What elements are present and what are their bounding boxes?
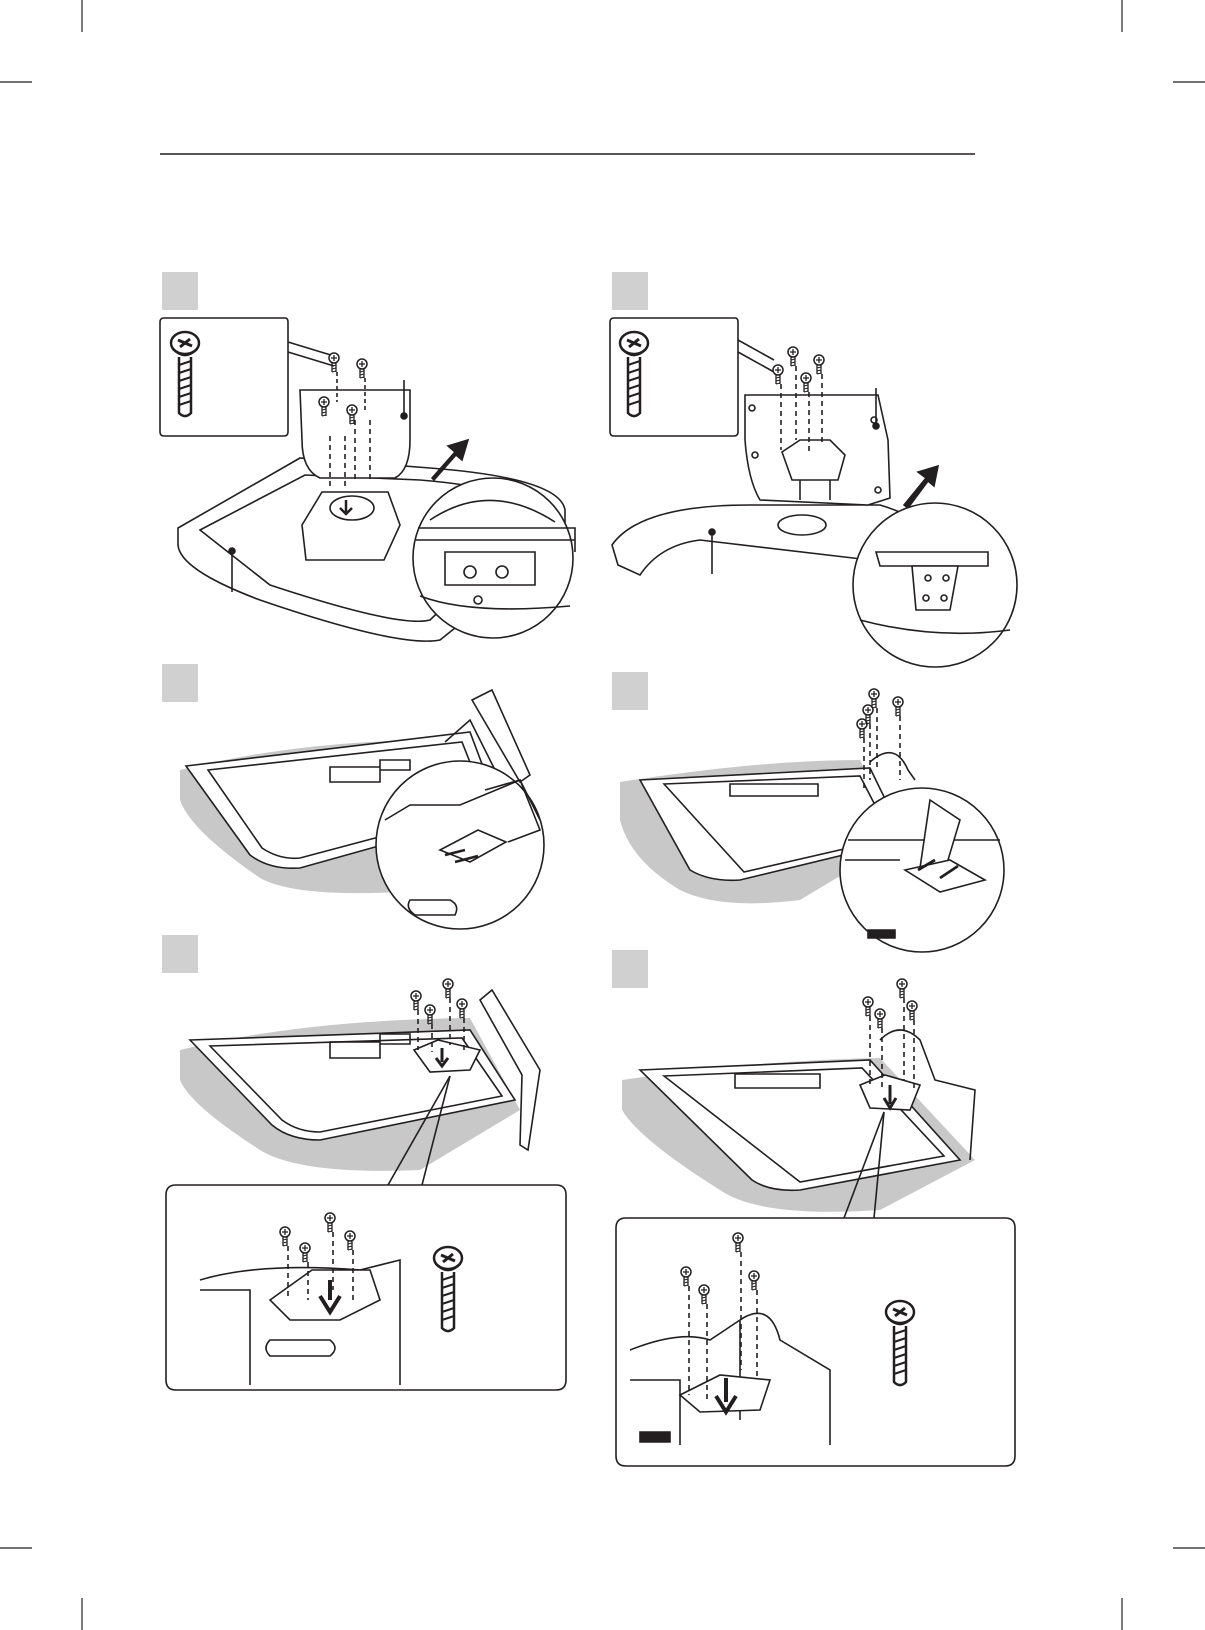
detail-callout-box (616, 1218, 1015, 1466)
panel-1-right (610, 318, 1017, 667)
step-box-2-right (612, 672, 648, 710)
step-box-2-left (162, 664, 198, 702)
panel-3-left (166, 979, 566, 1390)
panel-3-right (616, 979, 1015, 1466)
panel-2-left (180, 690, 544, 929)
panel-2-right (620, 689, 1004, 952)
step-box-3-left (162, 935, 198, 973)
arrow-icon (432, 440, 468, 480)
step-box-3-right (612, 950, 648, 988)
step-box-1-left (162, 272, 198, 310)
step-box-1-right (612, 272, 648, 310)
arrow-icon (904, 466, 938, 508)
panel-1-left (160, 318, 575, 641)
